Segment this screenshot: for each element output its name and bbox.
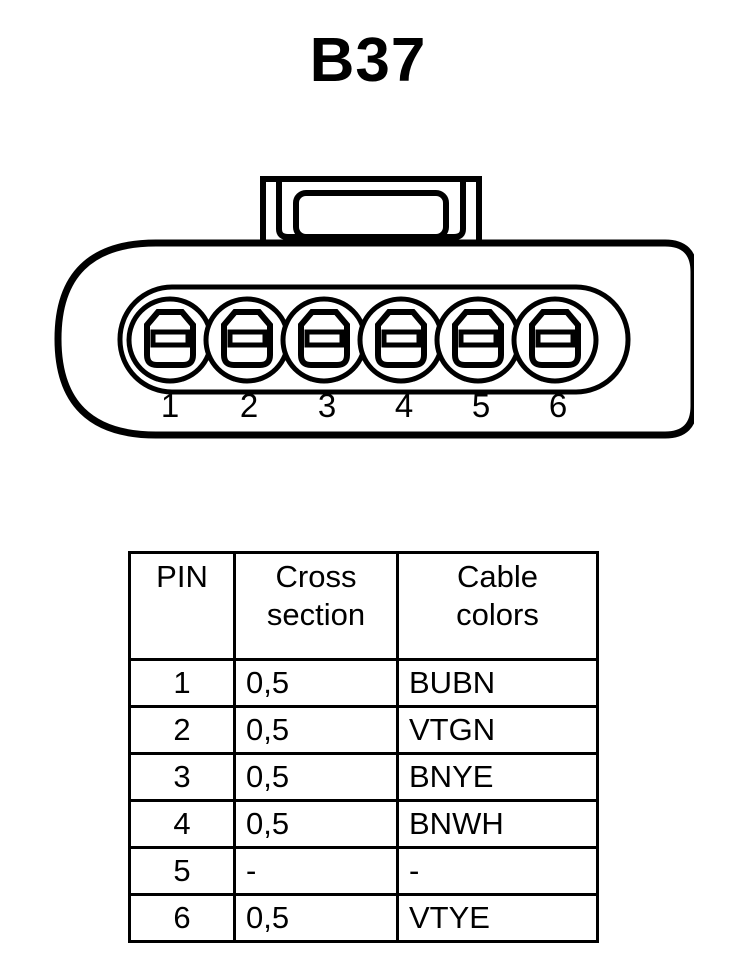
- column-header-cross-section-line-1: Cross: [275, 559, 357, 594]
- cell-cross-section: 0,5: [233, 752, 399, 802]
- cell-cross-section: 0,5: [233, 658, 399, 708]
- cell-cable-colors: VTGN: [396, 705, 599, 755]
- pin-number-label-5: 5: [472, 387, 490, 424]
- table-row: 3 0,5 BNYE: [128, 752, 599, 802]
- latch-tab-inner: [293, 190, 449, 240]
- cell-cross-section: 0,5: [233, 799, 399, 849]
- pin-cavity-4: [357, 296, 445, 384]
- cell-pin: 5: [128, 846, 236, 896]
- pin-cavity-1: [126, 296, 214, 384]
- cell-pin: 3: [128, 752, 236, 802]
- cell-cable-colors: -: [396, 846, 599, 896]
- pin-cavity-2: [203, 296, 291, 384]
- pin-number-label-3: 3: [318, 387, 336, 424]
- table-row: 5 - -: [128, 846, 599, 896]
- cell-cable-colors: BNYE: [396, 752, 599, 802]
- column-header-cable-colors-line-1: Cable: [457, 559, 538, 594]
- table-row: 6 0,5 VTYE: [128, 893, 599, 943]
- cell-cross-section: -: [233, 846, 399, 896]
- page-title: B37: [309, 26, 427, 95]
- pin-assignment-table: PIN Cross section Cable colors 1 0,5 BUB…: [128, 551, 599, 943]
- cell-pin: 6: [128, 893, 236, 943]
- pin-cavity-6: [511, 296, 599, 384]
- column-header-cable-colors-line-2: colors: [456, 597, 539, 632]
- cell-cable-colors: VTYE: [396, 893, 599, 943]
- column-header-pin-line-1: PIN: [156, 559, 208, 594]
- pin-cavity-5: [434, 296, 522, 384]
- column-header-cross-section-line-2: section: [266, 597, 366, 632]
- cell-cross-section: 0,5: [233, 705, 399, 755]
- column-header-cable-colors: Cable colors: [396, 551, 599, 661]
- column-header-cross-section: Cross section: [233, 551, 399, 661]
- pin-number-label-1: 1: [161, 387, 179, 424]
- table-row: 4 0,5 BNWH: [128, 799, 599, 849]
- cell-cable-colors: BNWH: [396, 799, 599, 849]
- cell-cross-section: 0,5: [233, 893, 399, 943]
- table-row: 2 0,5 VTGN: [128, 705, 599, 755]
- cell-cable-colors: BUBN: [396, 658, 599, 708]
- connector-diagram: 1 2 3 4 5 6: [48, 165, 698, 450]
- cell-pin: 2: [128, 705, 236, 755]
- connector-svg: 1 2 3 4 5 6: [54, 176, 698, 439]
- table-header-row: PIN Cross section Cable colors: [128, 551, 599, 661]
- pin-number-label-6: 6: [549, 387, 567, 424]
- pin-number-label-4: 4: [395, 387, 413, 424]
- pin-cavity-3: [280, 296, 368, 384]
- cell-pin: 1: [128, 658, 236, 708]
- table-row: 1 0,5 BUBN: [128, 658, 599, 708]
- column-header-pin: PIN: [128, 551, 236, 661]
- cell-pin: 4: [128, 799, 236, 849]
- pin-number-label-2: 2: [240, 387, 258, 424]
